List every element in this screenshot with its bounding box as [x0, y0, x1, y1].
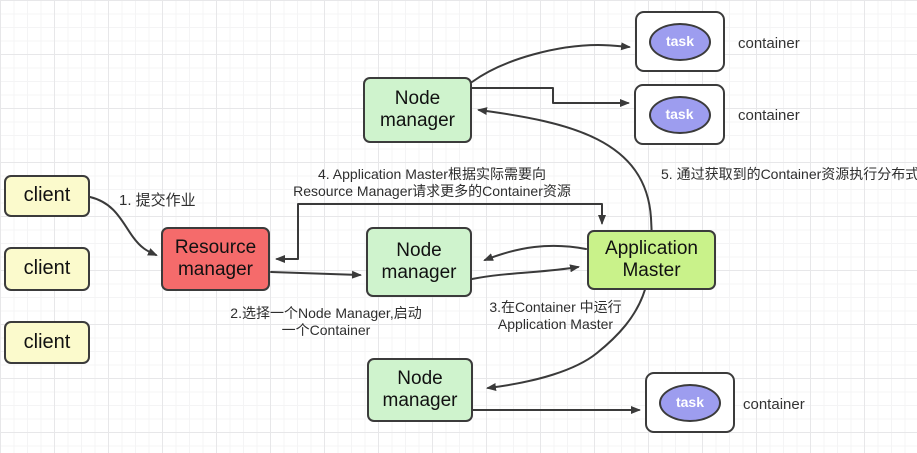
- client-node-1: client: [4, 175, 90, 217]
- client-node-3: client: [4, 321, 90, 364]
- step4-label: 4. Application Master根据实际需要向 Resource Ma…: [293, 166, 571, 200]
- arrow-am-rm-request: [275, 203, 606, 263]
- step1-label: 1. 提交作业: [119, 192, 196, 209]
- container-box-3: task: [645, 372, 735, 433]
- application-master-node: Application Master: [587, 230, 716, 290]
- arrow-nm-mid-to-am: [471, 264, 580, 280]
- task-ellipse-2: task: [648, 95, 711, 134]
- task-ellipse-1: task: [649, 22, 711, 61]
- container-label-3: container: [743, 396, 805, 413]
- step2-label: 2.选择一个Node Manager,启动 一个Container: [230, 305, 422, 339]
- node-manager-top: Node manager: [363, 77, 472, 143]
- container-box-2: task: [634, 84, 725, 145]
- container-label-2: container: [738, 107, 800, 124]
- step3-label: 3.在Container 中运行 Application Master: [489, 299, 622, 333]
- client-node-2: client: [4, 247, 90, 291]
- task-ellipse-3: task: [659, 383, 721, 422]
- step5-label: 5. 通过获取到的Container资源执行分布式计算: [661, 166, 917, 182]
- arrow-client-to-rm: [89, 196, 158, 256]
- node-manager-middle: Node manager: [366, 227, 472, 297]
- arrow-nm-top-to-container1: [471, 42, 631, 83]
- container-box-1: task: [635, 11, 725, 72]
- container-label-1: container: [738, 35, 800, 52]
- node-manager-bottom: Node manager: [367, 358, 473, 422]
- resource-manager-node: Resource manager: [161, 227, 270, 291]
- arrow-rm-to-nm-mid: [270, 270, 362, 279]
- arrow-am-to-nm-mid: [483, 244, 587, 261]
- arrow-nm-top-to-container2: [471, 87, 630, 107]
